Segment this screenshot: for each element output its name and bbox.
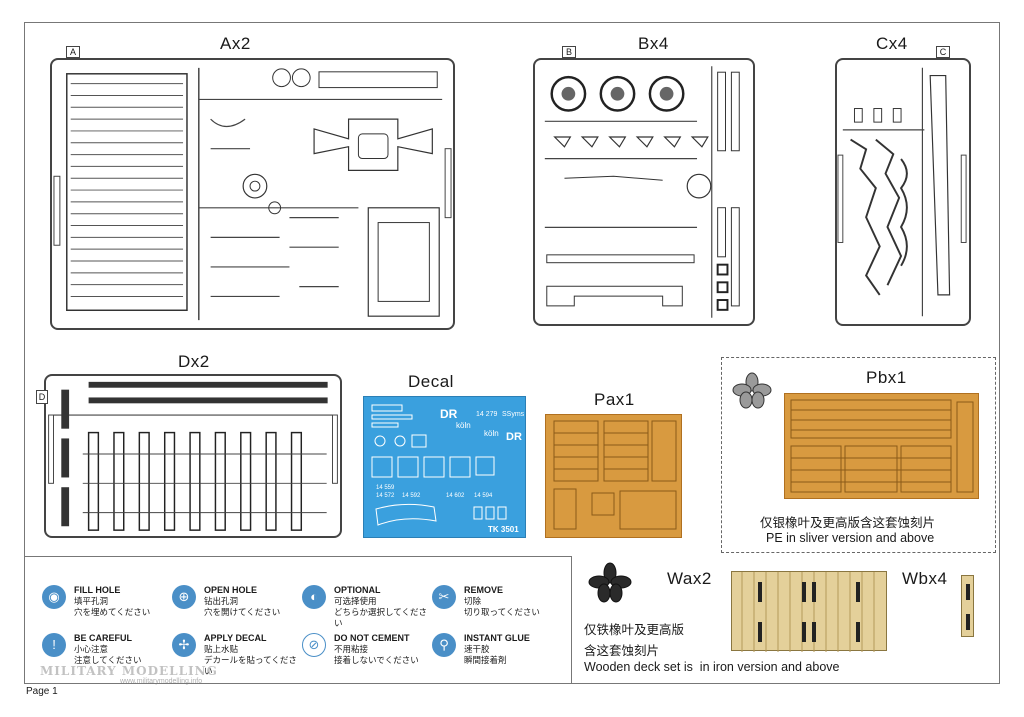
legend-title: APPLY DECAL: [204, 633, 267, 643]
optional-icon: ◐: [302, 585, 326, 609]
legend-cn: 小心注意: [74, 644, 109, 654]
decal-text: 14 279: [476, 411, 498, 418]
sprue-c-tag: C: [936, 46, 950, 58]
pax1-sheet: [545, 414, 682, 538]
decal-text: köln: [456, 421, 471, 430]
sprue-a: [50, 58, 455, 330]
legend-cn: 不用粘接: [334, 644, 369, 654]
sprue-a-title: Ax2: [220, 34, 251, 53]
do-not-cement-icon: ⊘: [302, 633, 326, 657]
silver-oak-leaf-icon: [732, 372, 772, 412]
wood-note-cn-1: 仅铁橡叶及更高版: [584, 623, 685, 637]
fill-hole-icon: ◉: [42, 585, 66, 609]
pax1-art: [553, 420, 677, 530]
decal-text: DR: [506, 431, 522, 443]
remove-icon: ✂: [432, 585, 456, 609]
wax2-sheet: [731, 571, 887, 652]
legend-title: REMOVE: [464, 585, 504, 595]
decal-text: 14 559: [376, 485, 395, 491]
legend-title: FILL HOLE: [74, 585, 121, 595]
pbx1-note-en: PE in sliver version and above: [766, 531, 935, 545]
sprue-b-tag: B: [562, 46, 576, 58]
legend-jp: 注意してください: [74, 655, 142, 665]
sprue-c-drawing: [837, 67, 967, 317]
iron-oak-leaf-icon: [588, 562, 632, 606]
wood-note-cn-2: 含这套蚀刻片: [584, 644, 660, 658]
sprue-d-tag: D: [36, 390, 48, 404]
decal-sheet: DR köln 14 279 SSyms köln DR 14 594 14 6…: [363, 396, 526, 538]
legend-jp: 切り取ってください: [464, 607, 540, 617]
decal-art: [371, 404, 507, 526]
sprue-c: [835, 58, 971, 326]
sprue-d: [44, 374, 342, 538]
wax2-art: [741, 572, 875, 652]
page-label: Page 1: [26, 686, 58, 697]
legend-jp: 穴を開けてください: [204, 607, 281, 617]
sprue-b-drawing: [544, 66, 740, 318]
sprue-d-drawing: [48, 381, 338, 531]
legend-cn: 钻出孔洞: [204, 596, 239, 606]
sprue-c-title: Cx4: [876, 34, 908, 53]
apply-decal-icon: ✢: [172, 633, 196, 657]
wood-note-en: Wooden deck set is in iron version and a…: [584, 660, 840, 674]
sprue-a-drawing: [53, 67, 452, 321]
pbx1-title: Pbx1: [866, 368, 907, 387]
decal-text: köln: [484, 429, 499, 438]
legend-cn: 填平孔洞: [74, 596, 109, 606]
watermark: MILITARY MODELLING: [40, 664, 218, 678]
legend-title: BE CAREFUL: [74, 633, 132, 643]
decal-text: SSyms: [502, 411, 525, 418]
decal-text: 14 592: [402, 493, 421, 499]
decal-text: TK 3501: [488, 525, 519, 534]
decal-title: Decal: [408, 372, 454, 391]
legend-cn: 贴上水贴: [204, 644, 239, 654]
instant-glue-icon: ⚲: [432, 633, 456, 657]
legend-title: INSTANT GLUE: [464, 633, 530, 643]
sprue-d-title: Dx2: [178, 352, 210, 371]
watermark-url: www.militarymodelling.info: [120, 678, 203, 685]
pbx1-art: [790, 399, 974, 493]
decal-text: 14 602: [446, 493, 465, 499]
decal-text: 14 594: [474, 493, 493, 499]
legend-title: DO NOT CEMENT: [334, 633, 410, 643]
legend-jp: 接着しないでください: [334, 655, 419, 665]
wbx4-art: [966, 584, 970, 630]
sprue-a-tag: A: [66, 46, 80, 58]
decal-text: DR: [440, 407, 458, 421]
pax1-title: Pax1: [594, 390, 635, 409]
legend-jp: どちらか選択してください: [334, 607, 427, 628]
pbx1-note-cn: 仅银橡叶及更高版含这套蚀刻片: [760, 516, 936, 530]
legend-jp: デカールを貼ってください: [204, 655, 297, 676]
legend-jp: 穴を埋めてください: [74, 607, 151, 617]
sprue-b: [533, 58, 755, 326]
open-hole-icon: ⊕: [172, 585, 196, 609]
page-frame: [24, 22, 1000, 684]
legend-jp: 瞬間接着剤: [464, 655, 507, 665]
pbx1-group: [721, 357, 996, 553]
legend-title: OPTIONAL: [334, 585, 381, 595]
wbx4-title: Wbx4: [902, 569, 948, 588]
wbx4-sheet: [961, 575, 974, 637]
legend-title: OPEN HOLE: [204, 585, 258, 595]
legend-cn: 可选择使用: [334, 596, 377, 606]
wax2-title: Wax2: [667, 569, 712, 588]
legend-cn: 切除: [464, 596, 482, 606]
sprue-b-title: Bx4: [638, 34, 669, 53]
decal-text: 14 572: [376, 493, 395, 499]
pbx1-sheet: [784, 393, 979, 499]
be-careful-icon: !: [42, 633, 66, 657]
legend-cn: 速干胶: [464, 644, 490, 654]
